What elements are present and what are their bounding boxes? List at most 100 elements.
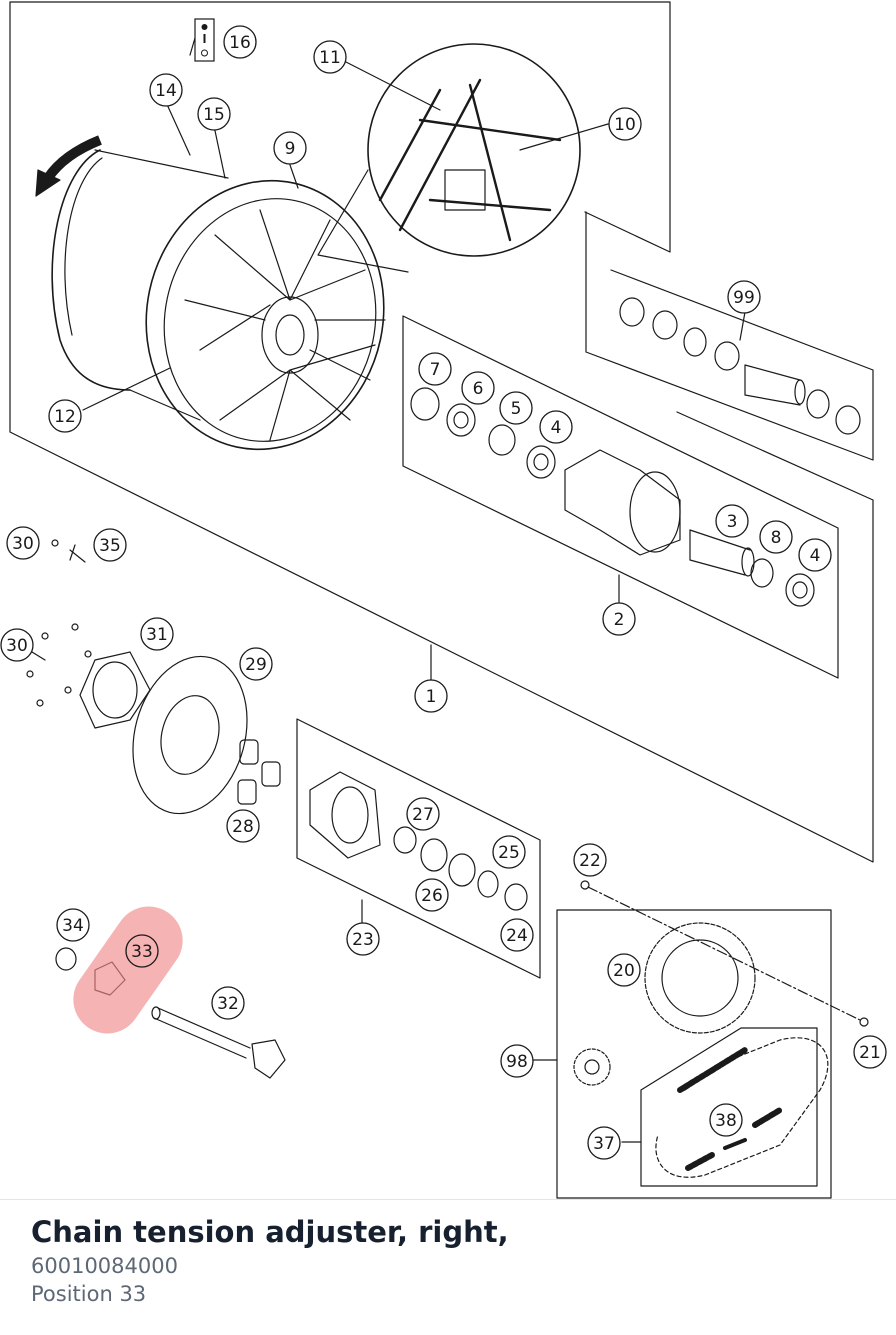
callout-33[interactable]: 33 [125,934,159,968]
callout-number: 12 [54,407,76,427]
callout-circle [500,918,534,952]
callout-5[interactable]: 5 [499,391,533,425]
callout-6[interactable]: 6 [461,371,495,405]
callout-number: 21 [859,1043,881,1063]
callout-23[interactable]: 23 [346,922,380,956]
callout-11[interactable]: 11 [313,40,347,74]
hub [261,296,319,374]
callout-circle [346,922,380,956]
callout-2[interactable]: 2 [602,602,636,636]
callout-circle [798,538,832,572]
callout-number: 34 [62,916,84,936]
callout-31[interactable]: 31 [140,617,174,651]
callout-1[interactable]: 1 [414,679,448,713]
callout-30[interactable]: 30 [0,628,34,662]
callout-8[interactable]: 8 [759,520,793,554]
callout-circle [48,399,82,433]
callout-circle [418,352,452,386]
callout-circle [313,40,347,74]
callout-9[interactable]: 9 [273,131,307,165]
callout-circle [607,953,641,987]
callout-circle [125,934,159,968]
callout-28[interactable]: 28 [226,809,260,843]
callout-circle [461,371,495,405]
callout-98[interactable]: 98 [500,1044,534,1078]
callout-circle [539,410,573,444]
callout-22[interactable]: 22 [573,843,607,877]
callout-circle [226,809,260,843]
callout-circle [492,835,526,869]
callout-99[interactable]: 99 [727,280,761,314]
callout-15[interactable]: 15 [197,97,231,131]
callout-number: 14 [155,81,177,101]
tire [51,149,131,391]
callout-circle [414,679,448,713]
callout-circle [211,986,245,1020]
spoke-detail-inset [367,43,581,257]
callout-14[interactable]: 14 [149,73,183,107]
callout-circle [759,520,793,554]
callout-number: 22 [579,851,601,871]
callout-number: 5 [511,399,522,419]
callout-circle [608,107,642,141]
callout-number: 1 [426,687,437,707]
callout-32[interactable]: 32 [211,986,245,1020]
callout-number: 29 [245,655,267,675]
callout-circle [56,908,90,942]
sprocket-carrier [309,771,381,859]
callout-circle [500,1044,534,1078]
callout-21[interactable]: 21 [853,1035,887,1069]
callout-16[interactable]: 16 [223,25,257,59]
callout-circle [715,504,749,538]
callout-circle [197,97,231,131]
callout-3[interactable]: 3 [715,504,749,538]
part-24 [504,883,528,911]
callout-number: 37 [593,1134,615,1154]
callout-20[interactable]: 20 [607,953,641,987]
part-position: Position 33 [31,1282,147,1306]
brake-disc [132,655,248,815]
callout-circle [0,628,34,662]
callout-number: 20 [613,961,635,981]
callout-number: 16 [229,33,251,53]
callout-12[interactable]: 12 [48,399,82,433]
part-25 [477,870,499,898]
divider [0,1199,896,1200]
callout-35[interactable]: 35 [93,528,127,562]
callout-7[interactable]: 7 [418,352,452,386]
callout-circle [149,73,183,107]
part-7 [410,387,440,421]
callout-4[interactable]: 4 [798,538,832,572]
highlight-marker [73,906,183,1034]
callout-number: 38 [715,1111,737,1131]
callout-25[interactable]: 25 [492,835,526,869]
callout-number: 4 [810,546,821,566]
callout-circle [6,526,40,560]
callout-number: 28 [232,817,254,837]
callout-circle [93,528,127,562]
callout-number: 26 [421,886,443,906]
part-31 [79,651,151,729]
callout-number: 30 [12,534,34,554]
drive-chain [655,1037,829,1178]
callout-26[interactable]: 26 [415,878,449,912]
callout-number: 2 [614,610,625,630]
callout-24[interactable]: 24 [500,918,534,952]
sprocket-carrier-frame [296,718,541,979]
callout-10[interactable]: 10 [608,107,642,141]
callout-30[interactable]: 30 [6,526,40,560]
callout-29[interactable]: 29 [239,647,273,681]
rear-sprocket [644,922,756,1034]
front-sprocket [573,1048,611,1086]
callout-4[interactable]: 4 [539,410,573,444]
callout-34[interactable]: 34 [56,908,90,942]
callout-number: 10 [614,115,636,135]
callout-circle [273,131,307,165]
callout-37[interactable]: 37 [587,1126,621,1160]
part-34 [55,947,77,971]
callout-27[interactable]: 27 [406,797,440,831]
axle [153,1007,251,1059]
callout-number: 7 [430,360,441,380]
part-info-panel: Chain tension adjuster, right, 600100840… [31,1212,509,1308]
callout-38[interactable]: 38 [709,1103,743,1137]
